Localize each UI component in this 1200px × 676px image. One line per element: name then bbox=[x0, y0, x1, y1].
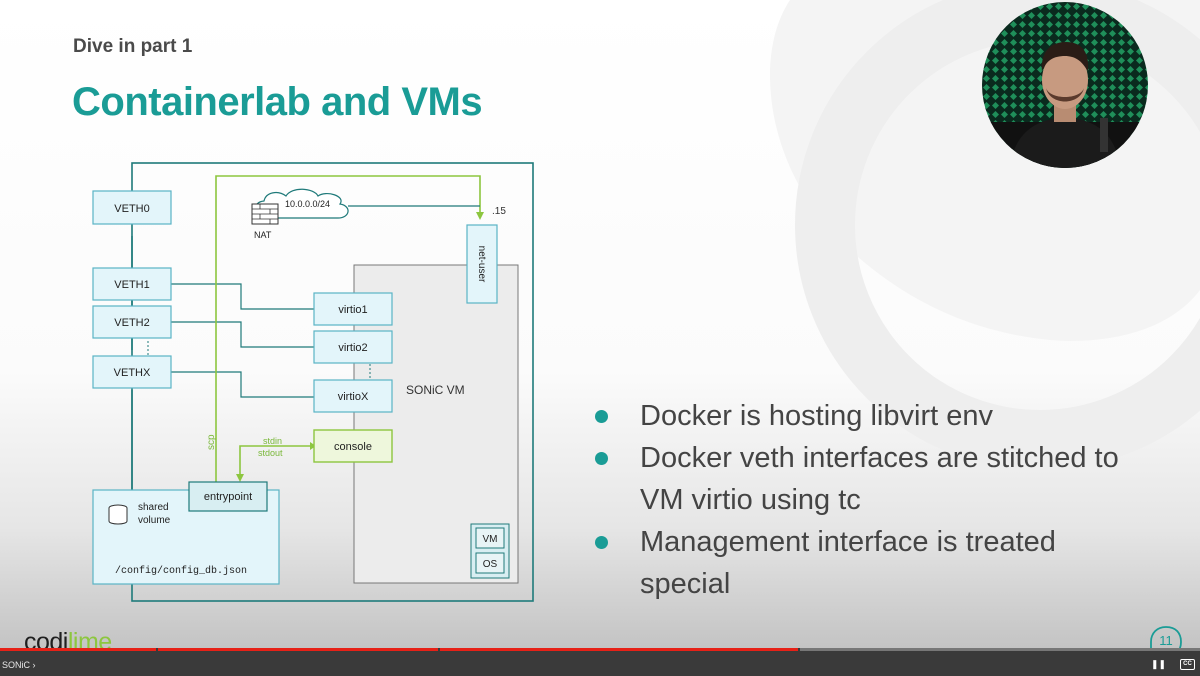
presenter-webcam bbox=[982, 2, 1148, 168]
net-user-label: net-user bbox=[476, 246, 487, 283]
slide-title: Containerlab and VMs bbox=[72, 80, 483, 124]
database-icon bbox=[108, 504, 128, 525]
veth-label: VETHX bbox=[114, 367, 151, 379]
virtio-label: virtioX bbox=[338, 391, 369, 403]
bullet-item: Docker veth interfaces are stitched to V… bbox=[592, 437, 1152, 521]
veth-box-x: VETHX bbox=[92, 355, 172, 389]
bullet-item: Management interface is treated special bbox=[592, 521, 1152, 605]
virtio-label: virtio2 bbox=[338, 342, 367, 354]
bullet-dot-icon bbox=[595, 536, 608, 549]
firewall-icon bbox=[251, 203, 279, 225]
veth-box-1: VETH1 bbox=[92, 267, 172, 301]
shared-volume-line1: shared bbox=[138, 502, 169, 513]
chapter-marker bbox=[438, 648, 440, 651]
virtio-box-1: virtio1 bbox=[313, 292, 393, 326]
scp-label: scp bbox=[206, 434, 217, 450]
progress-track[interactable] bbox=[0, 648, 1200, 651]
architecture-diagram: SONiC VM scp stdin stdout 10.0.0.0/24 .1… bbox=[92, 162, 534, 602]
bullet-item: Docker is hosting libvirt env bbox=[592, 395, 1152, 437]
page-number: 11 bbox=[1159, 633, 1173, 648]
os-badge-label: OS bbox=[483, 559, 498, 570]
dot15-label: .15 bbox=[492, 206, 506, 217]
config-path-label: /config/config_db.json bbox=[115, 565, 247, 577]
cloud-label: 10.0.0.0/24 bbox=[285, 199, 330, 209]
veth-label: VETH2 bbox=[114, 317, 149, 329]
chapter-marker bbox=[156, 648, 158, 651]
slide-kicker: Dive in part 1 bbox=[73, 36, 193, 57]
pause-icon[interactable]: ❚❚ bbox=[1151, 659, 1167, 669]
virtio-box-x: virtioX bbox=[313, 379, 393, 413]
bullet-dot-icon bbox=[595, 410, 608, 423]
veth-label: VETH0 bbox=[114, 203, 149, 215]
bullet-text: Docker is hosting libvirt env bbox=[640, 400, 993, 432]
veth-label: VETH1 bbox=[114, 279, 149, 291]
console-label: console bbox=[334, 441, 372, 453]
chapter-title[interactable]: SONiC › bbox=[2, 660, 36, 670]
shared-volume-line2: volume bbox=[138, 515, 171, 526]
stdout-label: stdout bbox=[258, 448, 283, 458]
entrypoint-label: entrypoint bbox=[204, 491, 252, 503]
entrypoint-box: entrypoint bbox=[188, 481, 268, 512]
nat-label: NAT bbox=[254, 230, 272, 240]
bullet-text: Management interface is treated special bbox=[640, 526, 1056, 600]
bullet-dot-icon bbox=[595, 452, 608, 465]
net-user-box bbox=[466, 224, 498, 304]
bullet-list: Docker is hosting libvirt env Docker vet… bbox=[592, 395, 1152, 605]
sonic-vm-label: SONiC VM bbox=[406, 383, 465, 397]
stdin-label: stdin bbox=[263, 436, 282, 446]
console-box: console bbox=[313, 429, 393, 463]
video-player-bar[interactable]: SONiC › ❚❚ CC bbox=[0, 648, 1200, 676]
virtio-box-2: virtio2 bbox=[313, 330, 393, 364]
veth-box-0: VETH0 bbox=[92, 190, 172, 225]
bullet-text: Docker veth interfaces are stitched to V… bbox=[640, 442, 1119, 516]
chapter-marker bbox=[798, 648, 800, 651]
captions-icon[interactable]: CC bbox=[1180, 659, 1195, 670]
virtio-label: virtio1 bbox=[338, 304, 367, 316]
chevron-right-icon: › bbox=[32, 660, 36, 670]
progress-fill bbox=[0, 648, 798, 651]
veth-box-2: VETH2 bbox=[92, 305, 172, 339]
vm-badge-label: VM bbox=[483, 534, 498, 545]
chapter-name: SONiC bbox=[2, 660, 31, 670]
